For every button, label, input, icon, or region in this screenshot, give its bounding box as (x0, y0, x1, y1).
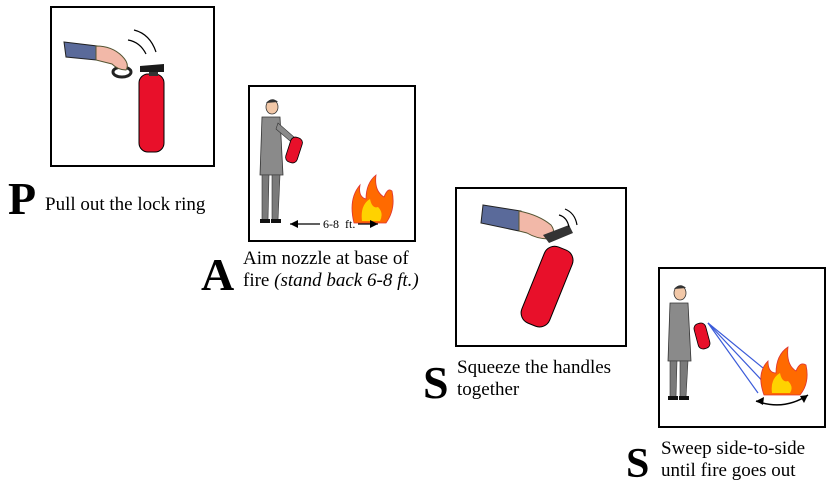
extinguisher-body (520, 245, 574, 328)
aim-extinguisher (285, 136, 303, 164)
caption-pull: Pull out the lock ring (45, 194, 206, 215)
sleeve (480, 204, 522, 232)
extinguisher-body (138, 73, 165, 153)
sweep-arrow (755, 394, 809, 406)
caption-sweep-line2: until fire goes out (661, 459, 796, 481)
caption-squeeze-line2: together (457, 378, 520, 400)
step-letter-a: A (201, 249, 235, 300)
pull-illustration (63, 29, 165, 153)
caption-aim-line2: fire (stand back 6-8 ft.) (243, 270, 419, 292)
step-letter-s-sweep: S (626, 441, 650, 487)
step-letter-p: P (8, 173, 37, 224)
caption-sweep: Sweep side-to-side until fire goes out (661, 438, 805, 482)
squeeze-illustration (480, 204, 578, 328)
caption-aim-line1: Aim nozzle at base of (243, 248, 409, 269)
panel-pull (50, 6, 215, 167)
man-suit (259, 116, 284, 176)
extinguisher-handle (543, 225, 573, 243)
aim-illustration (259, 99, 394, 228)
distance-label: 6-8 ft. (323, 217, 356, 231)
step-letter-s-squeeze: S (423, 357, 449, 408)
caption-sweep-line1: Sweep side-to-side (661, 438, 806, 459)
caption-squeeze: Squeeze the handles together (457, 357, 611, 401)
panel-sweep (658, 267, 826, 428)
man-suit (667, 302, 692, 362)
panel-squeeze (455, 187, 627, 347)
extinguisher-handle (140, 64, 164, 72)
sleeve (63, 41, 98, 61)
caption-squeeze-line1: Squeeze the handles (457, 357, 612, 378)
flame-icon (760, 346, 808, 396)
flame-icon (351, 174, 394, 224)
hand (95, 45, 128, 71)
caption-aim-line2-italic: (stand back 6-8 ft.) (274, 269, 419, 291)
caption-aim-line2-plain: fire (243, 269, 270, 291)
sweep-extinguisher (693, 322, 711, 350)
caption-aim: Aim nozzle at base of fire (stand back 6… (243, 248, 419, 292)
panel-aim: 6-8 ft. (248, 85, 416, 242)
sweep-illustration (667, 285, 809, 406)
